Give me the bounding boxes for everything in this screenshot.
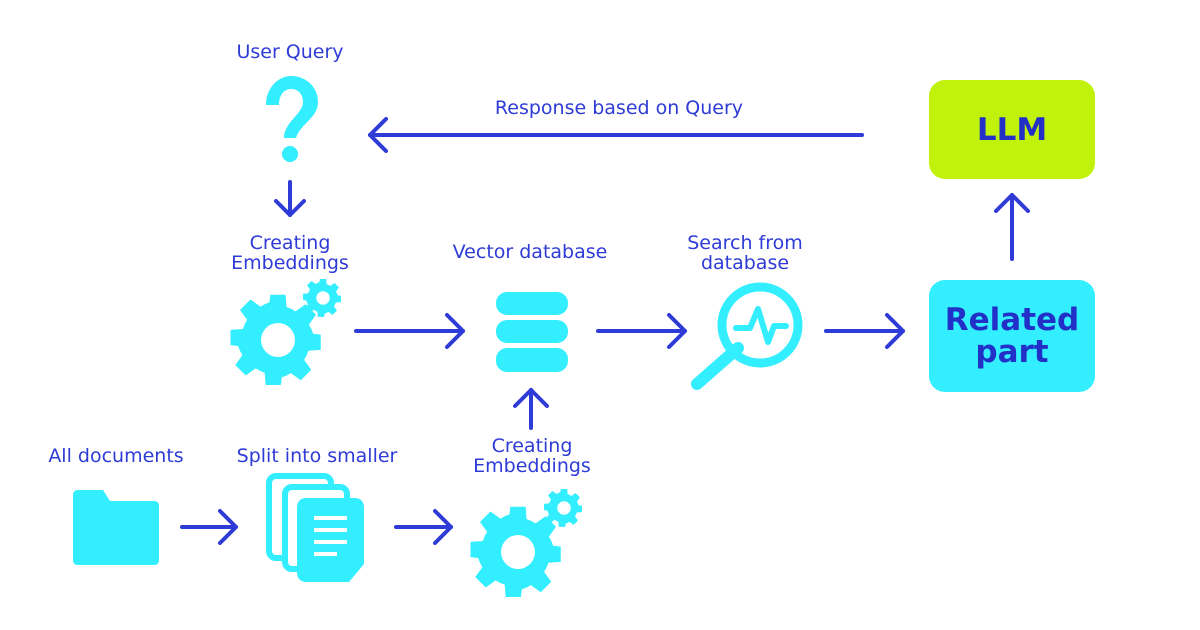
arrow-bottom-embeddings-up — [513, 388, 549, 430]
arrow-split-to-embeddings — [394, 509, 453, 545]
llm-label: LLM — [976, 111, 1048, 148]
arrow-embeddings-to-database — [354, 313, 465, 349]
related-part-label-line2: part — [975, 334, 1049, 370]
documents-icon — [266, 473, 364, 582]
related-part-label-line1: Related — [944, 302, 1080, 338]
creating-embeddings-top-label-line1: Creating — [249, 232, 331, 254]
arrow-down-query — [274, 180, 306, 217]
folder-icon — [73, 490, 159, 565]
creating-embeddings-top-label-line2: Embeddings — [231, 252, 349, 274]
gear-icon — [230, 278, 341, 385]
arrow-related-to-llm — [994, 193, 1030, 261]
arrow-database-to-search — [596, 313, 687, 349]
llm-box: LLM — [929, 80, 1095, 179]
search-label-line2: database — [700, 252, 790, 274]
arrow-folder-to-split — [180, 509, 238, 545]
creating-embeddings-bottom-label-line1: Creating — [491, 435, 573, 457]
gear-icon — [470, 488, 582, 597]
database-icon — [496, 292, 568, 372]
arrow-search-to-related — [824, 313, 905, 349]
split-label: Split into smaller — [236, 445, 398, 467]
vector-database-label: Vector database — [452, 241, 608, 263]
question-icon — [266, 76, 318, 162]
related-part-box: Related part — [929, 280, 1095, 392]
search-chart-icon — [691, 282, 803, 390]
user-query-label: User Query — [236, 41, 344, 63]
response-label: Response based on Query — [494, 97, 744, 119]
creating-embeddings-bottom-label-line2: Embeddings — [473, 455, 591, 477]
response-arrow — [368, 117, 864, 153]
search-label-line1: Search from — [687, 232, 803, 254]
all-documents-label: All documents — [48, 445, 184, 467]
